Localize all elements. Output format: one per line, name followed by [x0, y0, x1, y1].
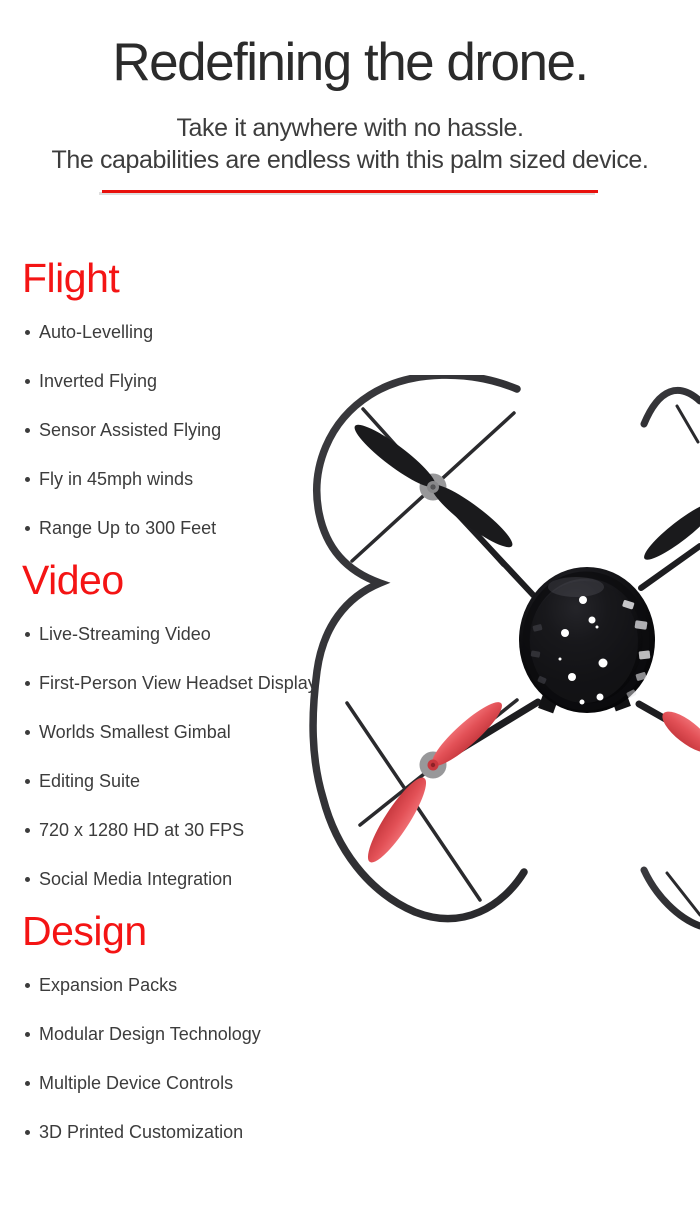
bullet-dot [25, 330, 30, 335]
right-guard-fragments [640, 387, 700, 930]
bullet-dot [25, 477, 30, 482]
feature-label: Modular Design Technology [39, 1024, 261, 1044]
feature-label: 3D Printed Customization [39, 1122, 244, 1142]
section-heading-design: Design [22, 908, 147, 954]
feature-item: Expansion Packs [22, 961, 352, 1010]
bullet-dot [25, 983, 30, 988]
feature-label: Editing Suite [39, 771, 141, 791]
drone-image [295, 375, 700, 940]
propeller-red-bottom-left [367, 702, 502, 863]
feature-item: Modular Design Technology [22, 1010, 352, 1059]
red-divider [102, 190, 598, 193]
propeller-black-top-left [354, 424, 513, 548]
feature-item: Worlds Smallest Gimbal [22, 708, 352, 757]
section-heading-flight: Flight [22, 255, 120, 301]
feature-item: Live-Streaming Video [22, 610, 352, 659]
feature-item: Fly in 45mph winds [22, 455, 352, 504]
feature-label: Fly in 45mph winds [39, 469, 194, 489]
subtitle-line-2: The capabilities are endless with this p… [51, 146, 649, 174]
feature-label: Worlds Smallest Gimbal [39, 722, 231, 742]
bullet-dot [25, 428, 30, 433]
feature-item: Editing Suite [22, 757, 352, 806]
page-subtitle: Take it anywhere with no hassle. The cap… [0, 112, 700, 176]
feature-item: Range Up to 300 Feet [22, 504, 352, 553]
bullet-dot [25, 681, 30, 686]
bullet-dot [25, 379, 30, 384]
feature-label: Inverted Flying [39, 371, 158, 391]
feature-item: First-Person View Headset Display [22, 659, 352, 708]
feature-label: Sensor Assisted Flying [39, 420, 222, 440]
subtitle-line-1: Take it anywhere with no hassle. [176, 114, 524, 142]
bullet-dot [25, 1130, 30, 1135]
bullet-dot [25, 526, 30, 531]
feature-label: Range Up to 300 Feet [39, 518, 217, 538]
bullet-dot [25, 1081, 30, 1086]
feature-item: 720 x 1280 HD at 30 FPS [22, 806, 352, 855]
bullet-dot [25, 877, 30, 882]
bullet-dot [25, 730, 30, 735]
bullet-dot [25, 828, 30, 833]
feature-item: Multiple Device Controls [22, 1059, 352, 1108]
bullet-dot [25, 779, 30, 784]
page-title: Redefining the drone. [112, 33, 589, 92]
feature-label: First-Person View Headset Display [39, 673, 317, 693]
feature-label: Auto-Levelling [39, 322, 154, 342]
drone-body-dome [519, 567, 655, 714]
propeller-black-top-right [644, 502, 700, 560]
feature-item: 3D Printed Customization [22, 1108, 352, 1157]
feature-item: Auto-Levelling [22, 308, 352, 357]
feature-label: Social Media Integration [39, 869, 233, 889]
feature-item: Social Media Integration [22, 855, 352, 904]
feature-item: Sensor Assisted Flying [22, 406, 352, 455]
section-heading-video: Video [22, 557, 124, 603]
propeller-red-bottom-right [662, 711, 700, 753]
propeller-guard-frame [309, 375, 528, 923]
bullet-dot [25, 1032, 30, 1037]
feature-label: Multiple Device Controls [39, 1073, 234, 1093]
dome-dots [558, 596, 608, 705]
bullet-dot [25, 632, 30, 637]
feature-label: 720 x 1280 HD at 30 FPS [39, 820, 245, 840]
feature-label: Expansion Packs [39, 975, 178, 995]
feature-item: Inverted Flying [22, 357, 352, 406]
feature-label: Live-Streaming Video [39, 624, 211, 644]
